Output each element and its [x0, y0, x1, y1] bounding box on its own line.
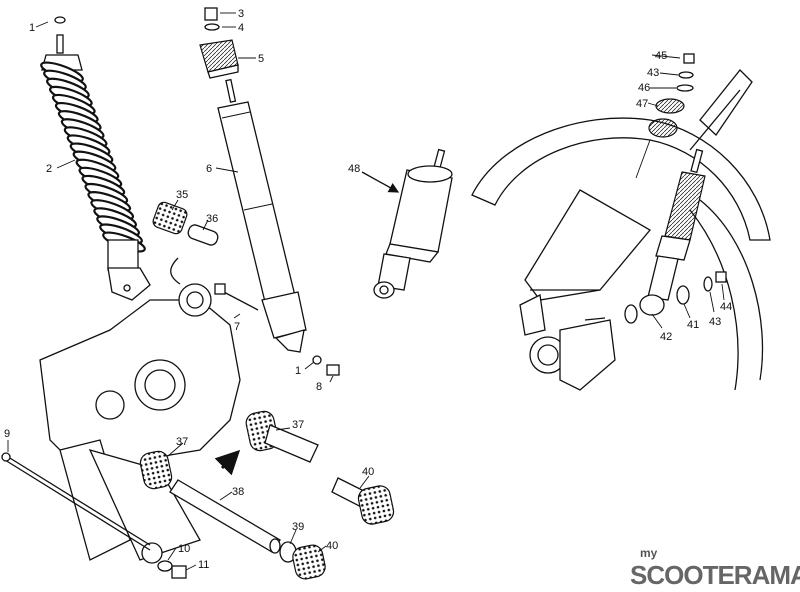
label-1a: 1 — [29, 22, 35, 34]
label-44: 44 — [720, 301, 732, 313]
label-43a: 43 — [647, 67, 659, 79]
silentblock-37-bottom — [139, 450, 173, 490]
label-10: 10 — [178, 543, 190, 555]
label-42: 42 — [660, 331, 672, 343]
label-7: 7 — [234, 321, 240, 333]
watermark-big: SCOOTERAMA — [630, 560, 800, 590]
watermark-small: my — [640, 546, 658, 560]
label-9: 9 — [4, 428, 10, 440]
label-47: 47 — [636, 98, 648, 110]
label-2: 2 — [46, 163, 52, 175]
label-37b: 37 — [176, 436, 188, 448]
callout-labels: 1 2 3 4 5 6 7 1 8 35 36 48 9 37 37 38 39… — [4, 8, 732, 571]
label-46: 46 — [638, 82, 650, 94]
scooterama-watermark: my SCOOTERAMA — [630, 546, 800, 590]
label-40a: 40 — [326, 540, 338, 552]
washer-42 — [624, 304, 638, 324]
bush-35 — [152, 201, 188, 235]
bolt-7 — [219, 289, 259, 311]
silentblock-37-top — [245, 410, 319, 463]
label-37a: 37 — [292, 419, 304, 431]
direction-arrow — [214, 449, 241, 476]
leader-lines — [7, 12, 725, 571]
rear-damper — [199, 7, 307, 353]
label-39: 39 — [292, 521, 304, 533]
washer-43b — [703, 276, 713, 292]
nut-44 — [715, 271, 727, 283]
rear-coil-spring-shock — [40, 16, 151, 301]
label-3: 3 — [238, 8, 244, 20]
engine-casing — [1, 283, 241, 564]
label-11: 11 — [198, 559, 209, 571]
label-4: 4 — [238, 22, 244, 34]
front-damper — [639, 148, 706, 316]
top-mount-parts — [635, 53, 695, 179]
washer-10 — [157, 560, 173, 572]
label-41: 41 — [687, 319, 699, 331]
label-38: 38 — [232, 486, 244, 498]
label-35: 35 — [176, 189, 188, 201]
label-48: 48 — [348, 163, 360, 175]
silentblock-40-right — [331, 477, 395, 525]
nut-8 — [326, 364, 340, 376]
nut-11 — [171, 565, 187, 579]
label-6: 6 — [206, 163, 212, 175]
spindle-38 — [169, 479, 281, 554]
front-fork-assembly — [471, 69, 771, 391]
label-1b: 1 — [295, 365, 301, 377]
label-8: 8 — [316, 381, 322, 393]
label-43b: 43 — [709, 316, 721, 328]
silentblock-40-bottom — [292, 544, 326, 580]
washer-41 — [676, 285, 690, 305]
label-36: 36 — [206, 213, 218, 225]
bush-36 — [187, 224, 219, 246]
label-40b: 40 — [362, 466, 374, 478]
label-45: 45 — [655, 50, 667, 62]
damper-48 — [373, 148, 453, 299]
label-5: 5 — [258, 53, 264, 65]
washer-1 — [312, 355, 322, 365]
